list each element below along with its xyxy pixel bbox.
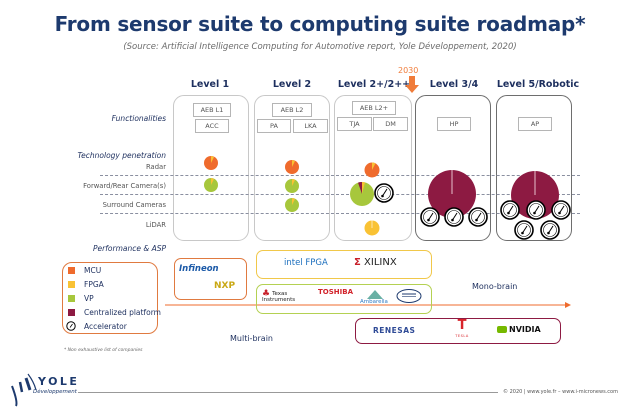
row-label-surround: Surround Cameras	[102, 201, 166, 209]
logo-xilinx: Σ XILINX	[354, 257, 397, 268]
legend	[62, 262, 158, 334]
vendor-box-fpga	[256, 250, 432, 279]
row-divider	[100, 194, 580, 195]
logo-texas-instruments: ♣Texas Instruments	[262, 289, 296, 304]
level-2-header: Level 2	[272, 79, 312, 90]
func-dm: DM	[373, 117, 408, 131]
centralized-swatch	[68, 309, 75, 316]
level-2plus-header: Level 2+/2++	[337, 79, 411, 90]
row-label-lidar: LiDAR	[145, 221, 166, 229]
level-1-column	[173, 95, 249, 241]
func-ap: AP	[518, 117, 552, 131]
level-1-header: Level 1	[190, 79, 230, 90]
legend-item-centralized: Centralized platform	[68, 308, 161, 317]
logo-mobileye	[396, 289, 422, 303]
legend-item-mcu: MCU	[68, 266, 101, 275]
multi-brain-label: Multi-brain	[230, 334, 274, 343]
func-tja: TJA	[337, 117, 372, 131]
row-label-camera: Forward/Rear Camera(s)	[83, 182, 166, 190]
logo-ambarella: Ambarella	[360, 299, 388, 305]
row-label-functionalities: Functionalities	[111, 114, 166, 123]
nvidia-eye-icon	[497, 326, 507, 333]
footer-divider	[78, 392, 498, 393]
vendor-box-vp	[256, 284, 432, 314]
logo-tesla: TESLA	[455, 334, 469, 338]
func-lka: LKA	[293, 119, 328, 133]
arrow-down-icon	[405, 76, 419, 93]
mono-brain-label: Mono-brain	[472, 282, 518, 291]
yole-logo-icon	[11, 373, 37, 407]
level-34-header: Level 3/4	[429, 79, 479, 90]
page-title: From sensor suite to computing suite roa…	[54, 12, 586, 36]
vendor-box-centralized	[355, 318, 561, 344]
func-pa: PA	[257, 119, 291, 133]
row-label-technology-penetration: Technology penetration	[77, 151, 166, 160]
ambarella-mountain-icon	[367, 290, 383, 299]
level-5-header: Level 5/Robotic	[496, 79, 580, 90]
legend-item-accelerator: Accelerator	[66, 321, 127, 331]
level-2-column	[254, 95, 330, 241]
func-acc: ACC	[195, 119, 229, 133]
row-label-performance: Performance & ASP	[93, 244, 166, 253]
page-subtitle: (Source: Artificial Intelligence Computi…	[123, 42, 517, 52]
logo-infineon: Infineon	[179, 264, 219, 274]
logo-nvidia: NVIDIA	[497, 325, 541, 334]
fpga-swatch	[68, 281, 75, 288]
row-divider	[100, 213, 580, 214]
row-divider	[100, 175, 580, 176]
logo-nxp: NXP	[214, 281, 236, 291]
func-aeb-l2: AEB L2	[272, 103, 312, 117]
legend-item-vp: VP	[68, 294, 94, 303]
footer-copyright: © 2020 | www.yole.fr – www.i-micronews.c…	[503, 389, 618, 395]
vp-swatch	[68, 295, 75, 302]
row-label-radar: Radar	[145, 163, 166, 171]
logo-renesas: RENESAS	[373, 326, 416, 335]
logo-intel-fpga: intel FPGA	[284, 258, 328, 268]
vendor-box-mcu	[174, 258, 247, 300]
footnote: * Non exhaustive list of companies	[64, 348, 143, 353]
yole-logo-text: YOLE	[38, 375, 80, 388]
func-hp: HP	[437, 117, 471, 131]
year-2030-label: 2030	[398, 66, 419, 75]
level-5-column	[496, 95, 572, 241]
level-34-column	[415, 95, 491, 241]
accelerator-icon	[66, 321, 76, 331]
yole-logo-subtext: Développement	[33, 389, 77, 395]
legend-item-fpga: FPGA	[68, 280, 104, 289]
level-2plus-column	[334, 95, 412, 241]
func-aeb-l2plus: AEB L2+	[352, 101, 396, 115]
mcu-swatch	[68, 267, 75, 274]
func-aeb-l1: AEB L1	[193, 103, 231, 117]
logo-toshiba: TOSHIBA	[318, 288, 353, 296]
timeline-arrow-icon	[565, 302, 571, 308]
tesla-t-icon: T	[457, 318, 467, 333]
